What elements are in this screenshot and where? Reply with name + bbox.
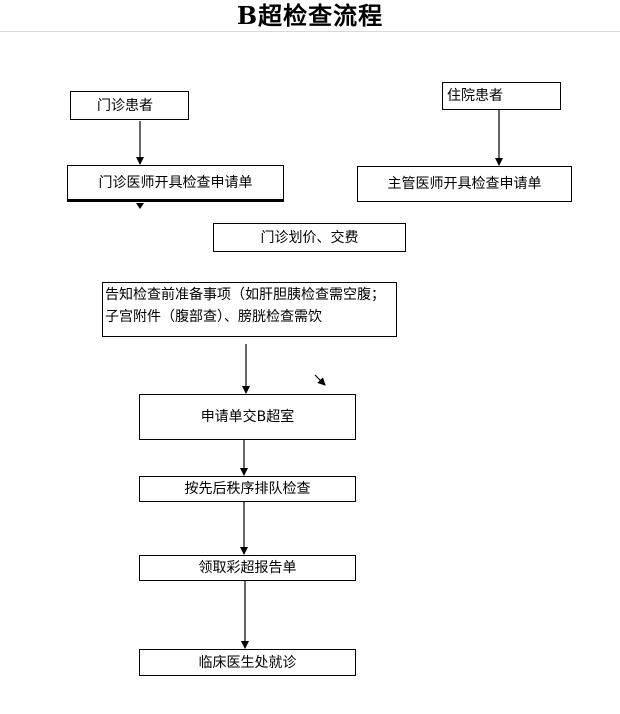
node-outpatient-doctor-request: 门诊医师开具检查申请单 xyxy=(67,165,284,202)
node-attending-doctor-request: 主管医师开具检查申请单 xyxy=(357,166,572,202)
node-pricing-payment: 门诊划价、交费 xyxy=(213,223,406,252)
node-collect-report: 领取彩超报告单 xyxy=(139,555,356,581)
node-submit-to-ultrasound-room: 申请单交B超室 xyxy=(139,394,356,440)
title-divider xyxy=(0,31,620,32)
node-queue-for-exam: 按先后秩序排队检查 xyxy=(139,476,356,502)
arrow-doctor-to-pricing-stub xyxy=(136,203,144,209)
node-inpatient-patient: 住院患者 xyxy=(442,82,561,110)
node-outpatient-patient: 门诊患者 xyxy=(70,91,189,120)
stray-arrow-mark xyxy=(314,374,326,386)
node-preparation-notice: 告知检查前准备事项（如肝胆胰检查需空腹；子宫附件（腹部查）、膀胱检查需饮 xyxy=(102,282,397,337)
page-title: B超检查流程 xyxy=(236,1,384,30)
node-clinical-visit: 临床医生处就诊 xyxy=(139,649,356,676)
